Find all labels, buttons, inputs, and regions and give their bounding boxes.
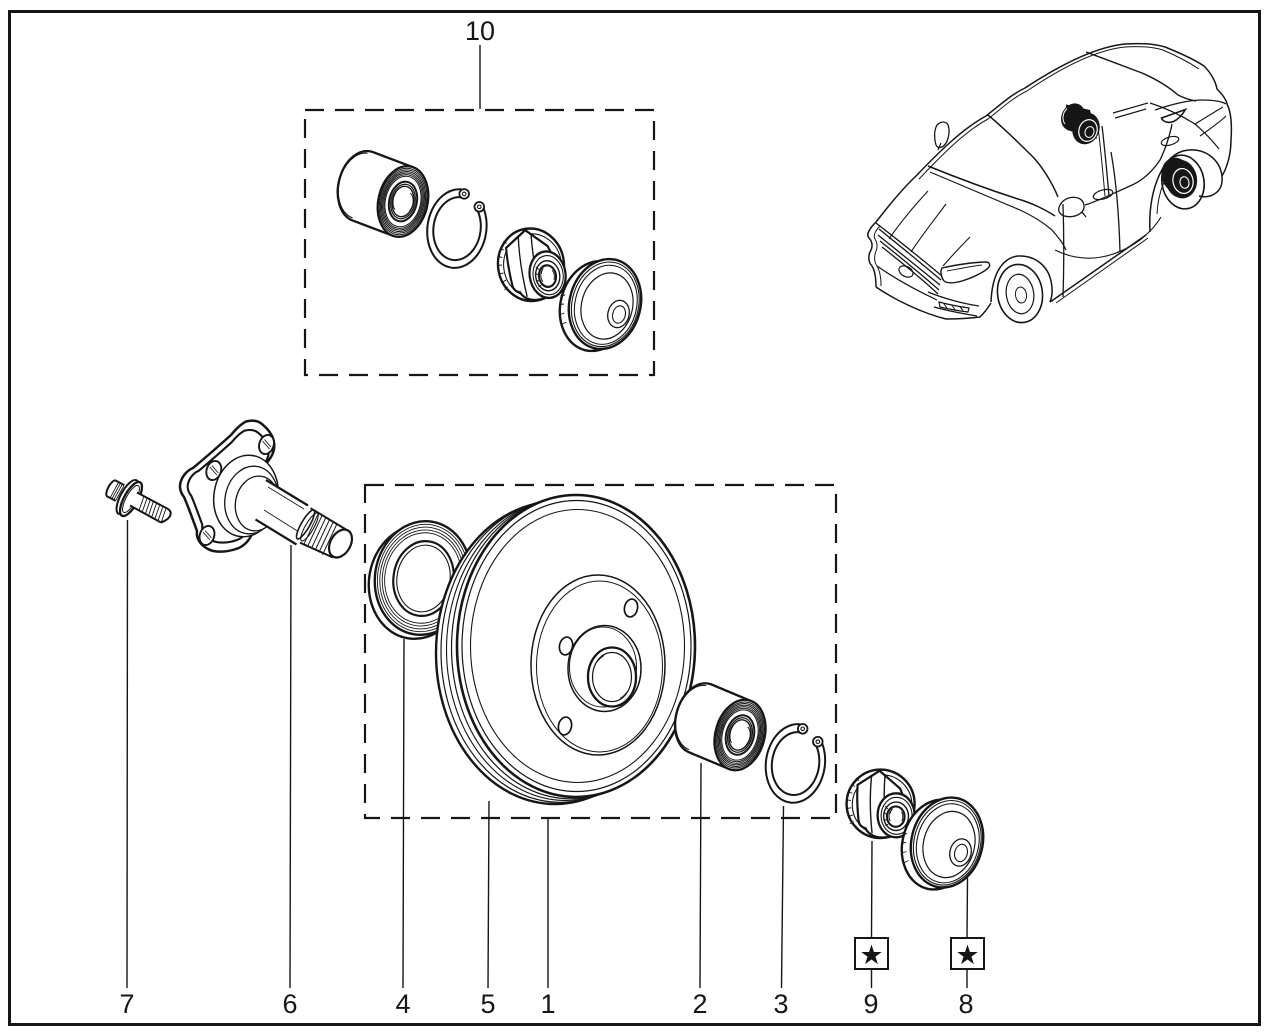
- kit-hub-nut: [492, 222, 570, 307]
- drum-assembly-group-box: [363, 483, 838, 820]
- part-hub-spindle: [178, 419, 354, 561]
- bearing-location-marker-floating: [1061, 103, 1100, 145]
- star-box-9: [854, 937, 889, 970]
- leader-line-4: [402, 638, 405, 989]
- callout-label-5: 5: [480, 989, 495, 1019]
- bearing-kit-group: [336, 149, 652, 360]
- star-marker-8: ★: [955, 940, 979, 971]
- kit-wheel-bearing: [336, 149, 437, 244]
- bearing-location-marker-rear-wheel: [1161, 157, 1198, 199]
- car-location-illustration: [867, 42, 1233, 324]
- callout-label-6: 6: [282, 989, 297, 1019]
- callout-labels: 10 7 6 4 5 1 2 3 9 8: [119, 16, 973, 1019]
- part-snap-ring: [764, 723, 827, 804]
- star-marker-9: ★: [859, 940, 883, 971]
- part-brake-drum: [434, 493, 697, 806]
- leader-line-6: [289, 544, 292, 989]
- leader-line-2: [699, 762, 702, 989]
- leader-line-5: [487, 800, 490, 989]
- callout-label-1: 1: [540, 989, 555, 1019]
- drum-lug-holes: [557, 598, 639, 736]
- callout-label-10: 10: [465, 16, 495, 46]
- kit-snap-ring: [426, 188, 488, 269]
- callout-label-2: 2: [692, 989, 707, 1019]
- callout-label-8: 8: [958, 989, 973, 1019]
- callout-label-7: 7: [119, 989, 134, 1019]
- callout-label-9: 9: [863, 989, 878, 1019]
- diagram-frame: [8, 10, 1261, 1026]
- part-hub-bolt: [105, 478, 172, 524]
- part-hub-nut: [845, 768, 916, 840]
- leader-line-7: [126, 519, 129, 989]
- kit-dust-cap: [549, 250, 652, 360]
- part-wheel-bearing: [672, 681, 775, 778]
- callout-label-4: 4: [395, 989, 410, 1019]
- leader-line-3: [780, 805, 785, 989]
- leader-line-9: [870, 840, 873, 988]
- leader-line-8: [966, 877, 969, 988]
- callout-label-3: 3: [773, 989, 788, 1019]
- leader-lines: [126, 45, 969, 989]
- substitute-part-markers: ★ ★: [854, 937, 985, 971]
- bearing-kit-group-box: [303, 108, 656, 377]
- star-box-8: [950, 937, 985, 970]
